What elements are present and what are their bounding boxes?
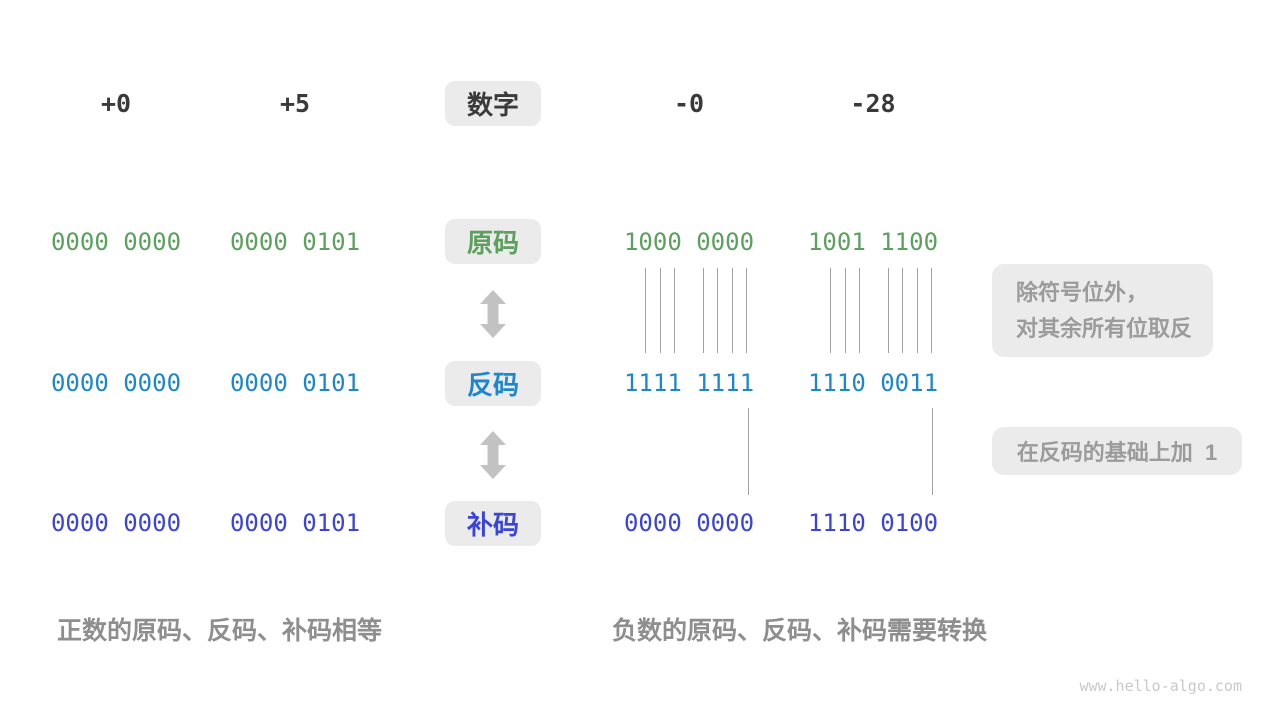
raw-code-value-plus5: 0000 0101 xyxy=(229,228,361,256)
twos-comp-value-plus5: 0000 0101 xyxy=(229,509,361,537)
add-one-note: 在反码的基础上加 1 xyxy=(992,427,1242,475)
ones-comp-value-plus5: 0000 0101 xyxy=(229,369,361,397)
negative-numbers-caption: 负数的原码、反码、补码需要转换 xyxy=(612,617,988,645)
raw-code-value-plus0: 0000 0000 xyxy=(50,228,182,256)
site-watermark: www.hello-algo.com xyxy=(1079,677,1242,695)
positive-numbers-caption: 正数的原码、反码、补码相等 xyxy=(57,617,383,645)
raw-code-tag-label: 原码 xyxy=(466,228,519,258)
decimal-plus-zero: +0 xyxy=(100,89,132,118)
twos-comp-tag: 补码 xyxy=(445,501,541,546)
numbers-tag-label: 数字 xyxy=(466,90,519,120)
raw-code-tag: 原码 xyxy=(445,219,541,264)
flip-bits-note: 除符号位外， 对其余所有位取反 xyxy=(992,264,1213,357)
twos-comp-value-plus0: 0000 0000 xyxy=(50,509,182,537)
add-one-line-minus0 xyxy=(748,408,749,495)
flip-bits-note-line2: 对其余所有位取反 xyxy=(1016,315,1193,341)
decimal-plus-five: +5 xyxy=(279,89,311,118)
ones-comp-tag-label: 反码 xyxy=(466,370,519,400)
add-one-line-minus28 xyxy=(932,408,933,495)
twos-comp-value-minus28: 1110 0100 xyxy=(807,509,939,537)
updown-arrow-icon xyxy=(480,431,506,479)
ones-comp-value-minus28: 1110 0011 xyxy=(807,369,939,397)
flip-bits-note-line1: 除符号位外， xyxy=(1016,279,1149,305)
raw-code-value-minus0: 1000 0000 xyxy=(623,228,755,256)
ones-comp-tag: 反码 xyxy=(445,361,541,406)
twos-comp-tag-label: 补码 xyxy=(466,510,519,540)
twos-comp-value-minus0: 0000 0000 xyxy=(623,509,755,537)
add-one-note-text: 在反码的基础上加 1 xyxy=(1016,440,1218,465)
decimal-minus-twentyeight: -28 xyxy=(850,89,896,118)
decimal-minus-zero: -0 xyxy=(673,89,705,118)
raw-code-value-minus28: 1001 1100 xyxy=(807,228,939,256)
ones-comp-value-plus0: 0000 0000 xyxy=(50,369,182,397)
numbers-tag: 数字 xyxy=(445,81,541,126)
updown-arrow-icon xyxy=(480,290,506,338)
ones-comp-value-minus0: 1111 1111 xyxy=(623,369,755,397)
